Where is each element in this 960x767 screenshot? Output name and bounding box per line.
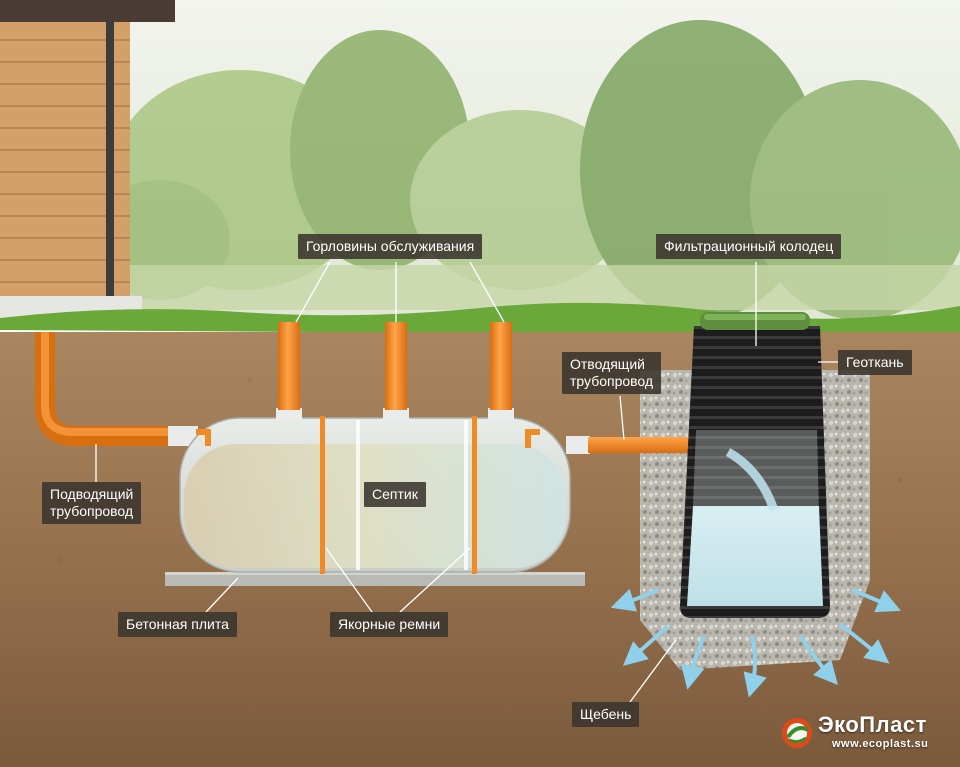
label-filter-well: Фильтрационный колодец xyxy=(656,234,842,259)
label-anchor-straps: Якорные ремни xyxy=(330,612,449,637)
label-service-necks: Горловины обслуживания xyxy=(298,234,483,259)
label-septic: Септик xyxy=(364,482,426,507)
label-geotextile: Геоткань xyxy=(838,350,912,375)
label-outlet-pipe: Отводящий трубопровод xyxy=(562,352,662,394)
label-concrete-slab: Бетонная плита xyxy=(118,612,237,637)
logo-url: www.ecoplast.su xyxy=(832,738,929,750)
label-gravel: Щебень xyxy=(572,702,640,727)
label-inlet-pipe: Подводящий трубопровод xyxy=(42,482,142,524)
ecoplast-logo: ЭкоПласт www.ecoplast.su xyxy=(774,708,950,758)
logo-brand: ЭкоПласт xyxy=(818,712,927,737)
